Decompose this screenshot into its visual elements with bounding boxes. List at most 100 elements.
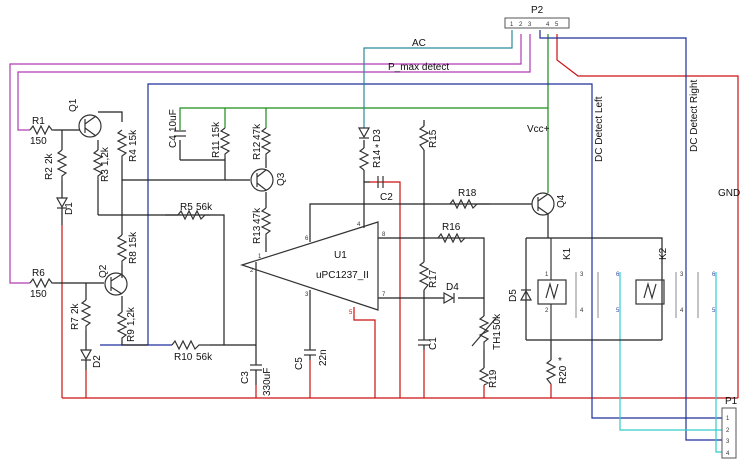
r5-ref: R5 xyxy=(180,202,193,213)
r19-ref: R19 xyxy=(488,369,499,388)
k2-ref: K2 xyxy=(658,247,669,260)
diode-symbols xyxy=(55,127,533,370)
r11-val: 15k xyxy=(211,121,222,138)
k1-pin-4: 4 xyxy=(580,308,584,314)
p1-connector xyxy=(721,407,737,459)
p2-pin-3: 3 xyxy=(528,22,532,28)
gnd-net xyxy=(61,34,739,399)
q4-ref: Q4 xyxy=(556,194,567,208)
k2-pin-6: 6 xyxy=(712,272,716,278)
r5-val: 56k xyxy=(196,202,213,213)
dc-right-label: DC Detect Right xyxy=(689,80,700,152)
c3-ref: C3 xyxy=(240,371,251,384)
p1-pin-4: 4 xyxy=(726,451,730,457)
p2-pin-5: 5 xyxy=(555,22,559,28)
d5-ref: D5 xyxy=(508,289,519,302)
k1-pin-3: 3 xyxy=(580,272,584,278)
r8-val: 15k xyxy=(128,231,139,248)
d3-ref: D3 xyxy=(372,129,383,142)
p1-pin-3: 3 xyxy=(726,439,730,445)
c2-ref: C2 xyxy=(380,192,393,203)
r15-ref: R15 xyxy=(428,129,439,148)
relay-net xyxy=(619,272,722,453)
r20-val: * xyxy=(558,356,562,367)
u1-pin-2: 2 xyxy=(250,268,254,274)
k1-pin-2: 2 xyxy=(545,308,549,314)
k1-pin-5: 5 xyxy=(616,308,620,314)
k2-pin-3: 3 xyxy=(680,272,684,278)
u1-pin-8: 8 xyxy=(382,232,386,238)
r10-ref: R10 xyxy=(174,352,193,363)
k1-pin-6: 6 xyxy=(616,272,620,278)
th1-val: 50k xyxy=(492,313,503,330)
r2-val: 2k xyxy=(44,152,55,164)
r13-val: 47k xyxy=(252,207,263,224)
p1-pin-1: 1 xyxy=(726,416,730,422)
ac-label: AC xyxy=(412,38,426,49)
c5-ref: C5 xyxy=(294,357,305,370)
dc-detect-net xyxy=(100,30,722,441)
resistor-symbols xyxy=(29,124,557,386)
r12-val: 47k xyxy=(252,123,263,140)
gnd-label: GND xyxy=(718,188,740,199)
u1-part: uPC1237_II xyxy=(316,270,369,281)
r3-val: 1,2k xyxy=(100,146,111,166)
th1-ref: TH1 xyxy=(492,331,503,350)
d4-ref: D4 xyxy=(446,282,459,293)
u1-opamp-symbol xyxy=(240,221,379,311)
u1-ref: U1 xyxy=(334,250,347,261)
r3-ref: R3 xyxy=(100,169,111,182)
r17-ref: R17 xyxy=(428,269,439,288)
r4-ref: R4 xyxy=(128,149,139,162)
pmax-net xyxy=(9,34,531,284)
k1-ref: K1 xyxy=(562,247,573,260)
p2-pin-1: 1 xyxy=(510,22,514,28)
r12-ref: R12 xyxy=(252,141,263,160)
ac-net xyxy=(363,30,513,128)
r20-ref: R20 xyxy=(558,365,569,384)
pmax-label: P_max detect xyxy=(388,62,449,73)
c1-ref: C1 xyxy=(428,337,439,350)
u1-pin-3: 3 xyxy=(305,292,309,298)
r2-ref: R2 xyxy=(44,167,55,180)
capacitor-symbols xyxy=(174,130,430,385)
transistor-symbols xyxy=(78,114,555,296)
p2-pin-4: 4 xyxy=(546,22,550,28)
signal-wiring xyxy=(54,111,663,368)
q3-ref: Q3 xyxy=(276,172,287,186)
r7-ref: R7 xyxy=(70,317,81,330)
p1-ref: P1 xyxy=(725,396,738,407)
k2-pin-4: 4 xyxy=(680,308,684,314)
r4-val: 15k xyxy=(128,129,139,146)
r14-val: * xyxy=(375,143,379,154)
r10-val: 56k xyxy=(196,352,213,363)
r8-ref: R8 xyxy=(128,251,139,264)
r6-ref: R6 xyxy=(32,268,45,279)
u1-pin-1: 1 xyxy=(258,254,262,260)
d2-ref: D2 xyxy=(92,355,103,368)
r1-ref: R1 xyxy=(32,116,45,127)
r9-val: 1,2k xyxy=(126,306,137,326)
c3-val: 330uF xyxy=(262,368,273,396)
c5-val: 22n xyxy=(318,349,329,366)
c4-val: 10uF xyxy=(168,109,179,132)
u1-pin-6: 6 xyxy=(305,236,309,242)
u1-pin-7: 7 xyxy=(382,292,386,298)
k1-pin-1: 1 xyxy=(545,272,549,278)
dc-left-label: DC Detect Left xyxy=(594,96,605,162)
d1-ref: D1 xyxy=(64,202,75,215)
r16-ref: R16 xyxy=(442,222,461,233)
p2-pin-2: 2 xyxy=(519,22,523,28)
r13-ref: R13 xyxy=(252,225,263,244)
k2-pin-5: 5 xyxy=(712,308,716,314)
p1-pin-2: 2 xyxy=(726,428,730,434)
r11-ref: R11 xyxy=(211,140,222,158)
u1-pin-4: 4 xyxy=(357,222,361,228)
r14-ref: R14 xyxy=(372,149,383,168)
r9-ref: R9 xyxy=(126,329,137,342)
c4-ref: C4 xyxy=(168,135,179,148)
p2-ref: P2 xyxy=(531,5,544,16)
r6-val: 150 xyxy=(30,289,47,300)
